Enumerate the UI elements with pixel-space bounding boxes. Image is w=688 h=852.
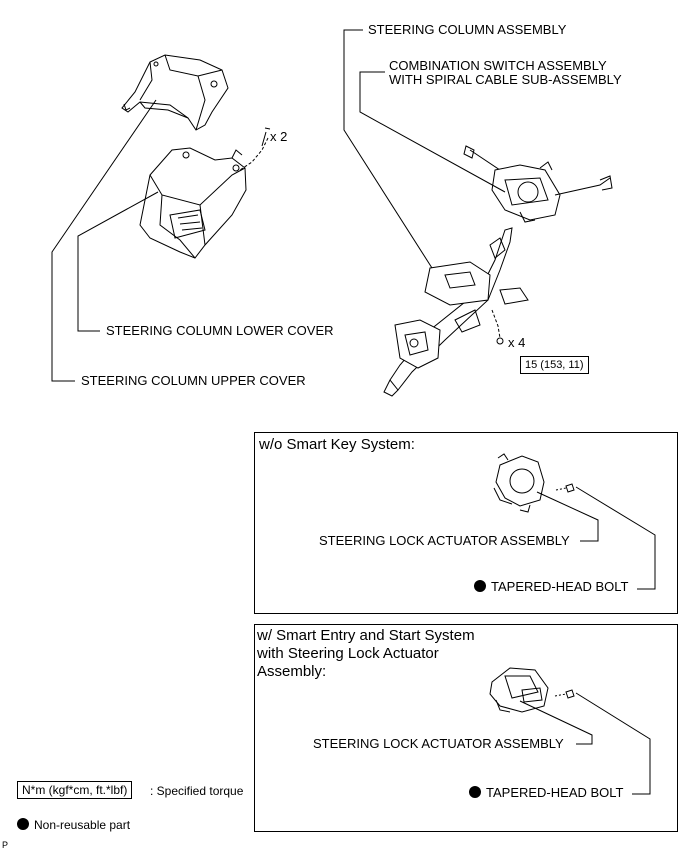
box1-bolt-label: TAPERED-HEAD BOLT [491,579,629,594]
legend-torque-box: N*m (kgf*cm, ft.*lbf) [17,781,133,799]
box2-title-line2: with Steering Lock Actuator [257,645,439,662]
nonreusable-dot-icon [469,786,481,798]
legend-nonreusable-row: Non-reusable part [17,818,130,832]
box2-actuator-label: STEERING LOCK ACTUATOR ASSEMBLY [313,736,564,751]
steering-column-drawing [383,227,529,397]
label-upper-cover: STEERING COLUMN UPPER COVER [81,373,306,388]
label-combination-switch-line2: WITH SPIRAL CABLE SUB-ASSEMBLY [389,72,622,87]
legend-nonreusable-desc: Non-reusable part [34,818,131,832]
label-steering-column-assembly: STEERING COLUMN ASSEMBLY [368,22,567,37]
lower-cover-drawing [139,147,247,259]
actuator-drawing-1 [493,453,545,513]
nonreusable-dot-icon [474,580,486,592]
box-smart-entry [254,624,678,832]
label-lower-cover: STEERING COLUMN LOWER COVER [106,323,334,338]
box2-bolt-label: TAPERED-HEAD BOLT [486,785,624,800]
torque-spec-box: 15 (153, 11) [520,356,589,374]
label-combination-switch-line1: COMBINATION SWITCH ASSEMBLY [389,58,607,73]
box-without-smart-key [254,432,678,614]
quantity-x4: x 4 [508,335,526,350]
box2-title-line3: Assembly: [257,663,327,680]
box1-bolt-label-row: TAPERED-HEAD BOLT [474,580,628,594]
box2-bolt-label-row: TAPERED-HEAD BOLT [469,786,623,800]
box1-actuator-label: STEERING LOCK ACTUATOR ASSEMBLY [319,533,570,548]
box2-title-line1: w/ Smart Entry and Start System [257,627,475,644]
combination-switch-drawing [463,145,613,223]
corner-mark: P [2,840,9,850]
box1-title: w/o Smart Key System: [259,436,415,453]
actuator-drawing-2 [489,667,549,713]
legend-torque-desc: : Specified torque [150,784,244,798]
quantity-x2: x 2 [270,129,288,144]
upper-cover-drawing [121,54,229,131]
nonreusable-dot-icon [17,818,29,830]
